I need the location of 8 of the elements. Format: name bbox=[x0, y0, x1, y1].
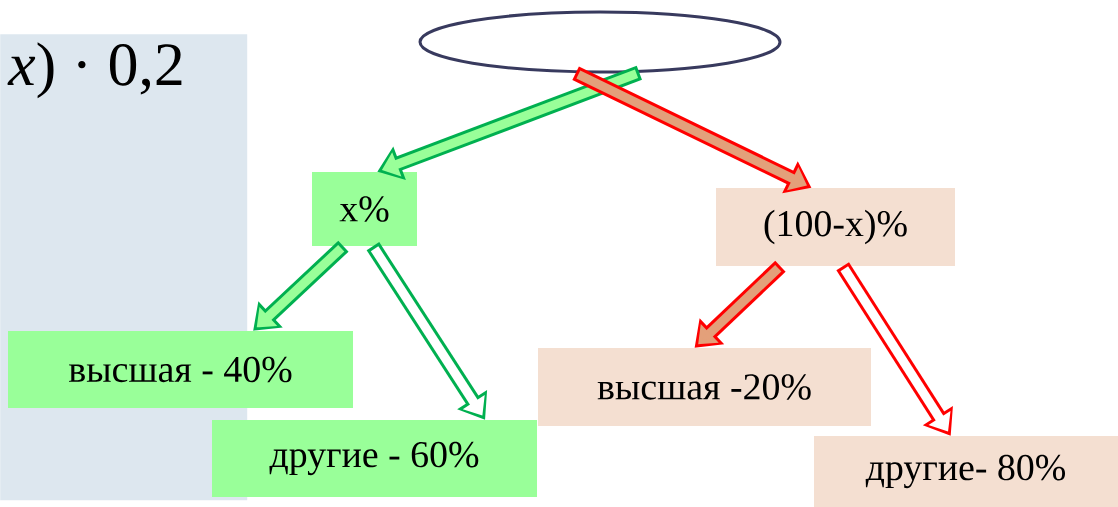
ellipse-shape bbox=[418, 10, 782, 74]
category-box: другие - 60% bbox=[212, 420, 537, 497]
percent-box: (100-x)% bbox=[716, 188, 955, 266]
percent-box: x% bbox=[312, 172, 417, 246]
category-box: высшая - 40% bbox=[8, 331, 353, 408]
block-arrow bbox=[253, 240, 349, 331]
category-box: другие- 80% bbox=[814, 436, 1118, 507]
category-box: высшая -20% bbox=[538, 348, 871, 426]
